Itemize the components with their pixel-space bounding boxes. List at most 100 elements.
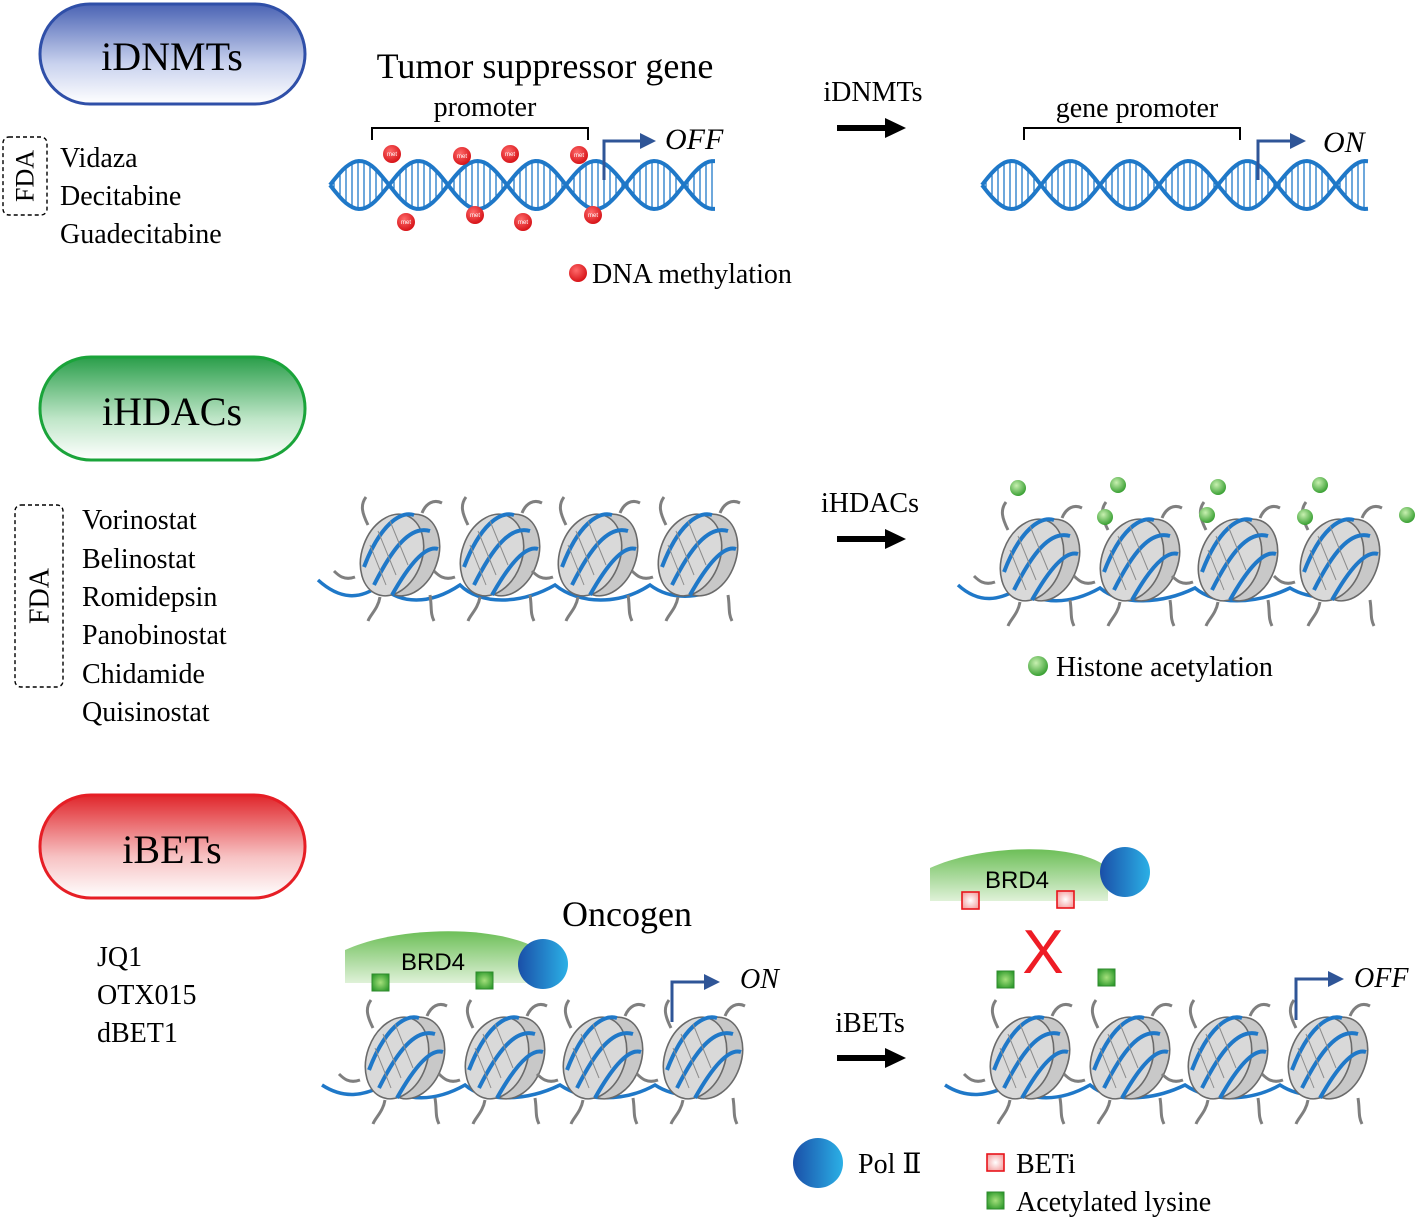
nucleosome [635,998,756,1126]
bet-section: iBETs JQ1 OTX015 dBET1 Oncogen BRD4 ON i… [38,793,1409,1218]
nucleosome [530,495,651,623]
acetyl-marks [1010,477,1415,525]
nucleosome [630,495,751,623]
nucleosome [432,495,553,623]
drug-vorinostat: Vorinostat [82,505,197,536]
pol-ii-legend-circle [793,1138,843,1188]
beti-legend-square [986,1153,1005,1172]
svg-text:met: met [401,220,411,226]
transcription-arrowhead-on [1290,133,1306,149]
ihdacs-pill-label: iHDACs [102,389,242,434]
oncogen-title: Oncogen [562,894,692,934]
drug-jq1: JQ1 [97,942,142,973]
acetylated-lysine-legend-square [986,1191,1005,1210]
acetyl-mark [1399,507,1415,523]
brd4-bound: BRD4 [345,931,568,992]
met-mark: met [501,145,519,163]
acetylated-lysine-square [1097,968,1116,987]
transcription-arrowhead-on-bet [704,974,720,990]
beti-square [961,891,980,910]
nucleosome [1260,998,1381,1126]
svg-text:met: met [470,213,480,219]
drug-decitabine: Decitabine [60,181,181,212]
ibets-arrow-label: iBETs [835,1008,905,1039]
svg-text:met: met [574,153,584,159]
brd4-displaced: BRD4 [930,847,1150,910]
met-mark: met [584,206,602,224]
svg-text:met: met [588,213,598,219]
acetylation-legend-label: Histone acetylation [1056,652,1273,683]
transcription-arrow-off [602,139,640,180]
acetylated-lysine-square [371,973,390,992]
methylation-legend-label: DNA methylation [592,259,792,290]
promoter-bracket-left [371,127,589,140]
acetyl-mark [1312,477,1328,493]
beti-legend-label: BETi [1016,1149,1076,1180]
ihdacs-arrow-label: iHDACs [821,488,919,519]
dnmt-section: iDNMTs FDA Vidaza Decitabine Guadecitabi… [2,2,1369,290]
tumor-suppressor-title: Tumor suppressor gene [377,46,714,86]
ihdacs-pill [38,355,307,462]
svg-text:met: met [457,154,467,160]
idnmts-pill [38,2,307,106]
acetyl-mark [1199,507,1215,523]
pol-ii-circle [1100,847,1150,897]
drug-guadecitabine: Guadecitabine [60,219,222,250]
state-on-dnmt: ON [1323,126,1367,159]
inhibition-x: X [1022,918,1063,987]
chromatin-active [321,998,756,1126]
drug-dbet1: dBET1 [97,1018,178,1049]
nucleosome [1062,998,1183,1126]
transcription-arrow-off-bet [1294,977,1328,1020]
legend-bet: Pol Ⅱ BETi Acetylated lysine [793,1138,1211,1218]
acetylated-lysine-square [475,971,494,990]
nucleosome [1160,998,1281,1126]
dna-helix-methylated [328,158,715,212]
brd4-shape [345,931,540,983]
svg-text:met: met [505,152,515,158]
chromatin-acetylated [956,477,1415,628]
dna-helix-unmethylated [980,158,1369,212]
nucleosome [332,495,453,623]
transcription-arrow-on [1256,139,1290,180]
brd4-shape [930,849,1108,901]
met-mark: met [453,147,471,165]
met-mark: met [466,206,484,224]
svg-text:met: met [518,220,528,226]
drug-panobinostat: Panobinostat [82,620,227,651]
methylation-legend-dot [569,264,587,282]
legend-dna-methylation: DNA methylation [569,259,792,290]
acetyl-mark [1210,479,1226,495]
svg-text:met: met [387,152,397,158]
drug-otx015: OTX015 [97,980,197,1011]
nucleosome [1072,500,1193,628]
brd4-label: BRD4 [985,867,1049,894]
nucleosome [337,998,458,1126]
chromatin-deacetylated [316,495,751,623]
drug-romidepsin: Romidepsin [82,582,217,613]
ibets-pill-label: iBETs [122,827,221,872]
pol-ii-circle [518,939,568,989]
met-mark: met [383,145,401,163]
idnmts-arrow-label: iDNMTs [823,77,922,108]
legend-histone-acetylation: Histone acetylation [1028,652,1273,683]
brd4-label: BRD4 [401,949,465,976]
met-mark: met [514,213,532,231]
fda-box-hdac [14,504,64,688]
ibets-pill [38,793,307,900]
transcription-arrowhead-off [640,133,656,149]
ihdacs-arrowhead [885,529,906,549]
acetyl-mark [1110,477,1126,493]
nucleosome [1170,500,1291,628]
met-mark: met [397,213,415,231]
acetylated-lysine-square [996,970,1015,989]
transcription-arrow-on-bet [670,980,704,1022]
nucleosome [535,998,656,1126]
drug-vidaza: Vidaza [60,143,138,174]
gene-promoter-label: gene promoter [1056,93,1219,124]
nucleosome [1272,500,1393,628]
transcription-arrowhead-off-bet [1328,971,1344,987]
acetylated-lysine-legend-label: Acetylated lysine [1016,1187,1211,1218]
idnmts-arrowhead [885,118,906,138]
